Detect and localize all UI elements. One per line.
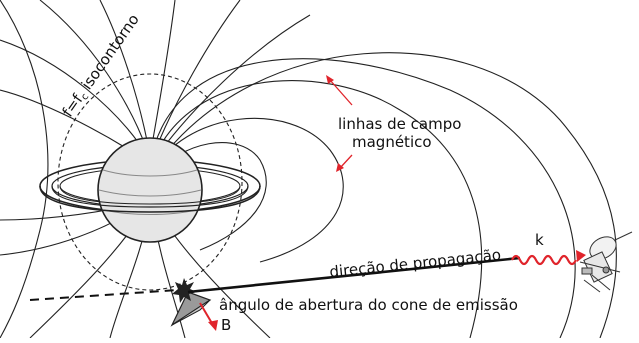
propagation-label: direção de propagação <box>329 246 502 281</box>
field-lines-label-2: magnético <box>352 133 432 151</box>
b-arrow-line <box>199 302 214 326</box>
k-label: k <box>535 231 544 249</box>
emission-cone <box>170 291 212 327</box>
field-line-2 <box>149 80 483 339</box>
field-line-3 <box>149 117 344 263</box>
cassini-spacecraft-icon <box>579 231 633 293</box>
saturn-icon <box>39 137 261 243</box>
field-line-n4 <box>149 0 176 157</box>
field-line-n2 <box>39 0 151 159</box>
isocontour-label: f=fc isocontorno <box>59 11 145 122</box>
field-line-outer <box>149 58 576 339</box>
dashed-beam-line <box>29 289 179 301</box>
b-arrow-head <box>208 320 218 331</box>
isocontour-ellipse <box>57 73 243 291</box>
field-arrow-down <box>339 154 353 169</box>
cone-angle-label: ângulo de abertura do cone de emissão <box>219 296 518 314</box>
field-line-n5 <box>151 0 241 159</box>
field-line-far <box>0 0 49 339</box>
field-arrow-up <box>329 79 353 106</box>
field-lines-label-1: linhas de campo <box>338 115 461 133</box>
propagation-ray <box>187 256 521 294</box>
field-arrow-down-head <box>336 163 344 172</box>
field-line-n3 <box>99 0 151 157</box>
wave-k-arrowhead <box>576 250 586 262</box>
field-line-far-right <box>159 52 617 339</box>
field-arrow-up-head <box>326 75 334 84</box>
wave-k <box>511 254 577 266</box>
field-line-n6 <box>153 14 311 161</box>
radio-source-burst-icon <box>172 278 197 303</box>
b-label: B <box>221 316 231 334</box>
